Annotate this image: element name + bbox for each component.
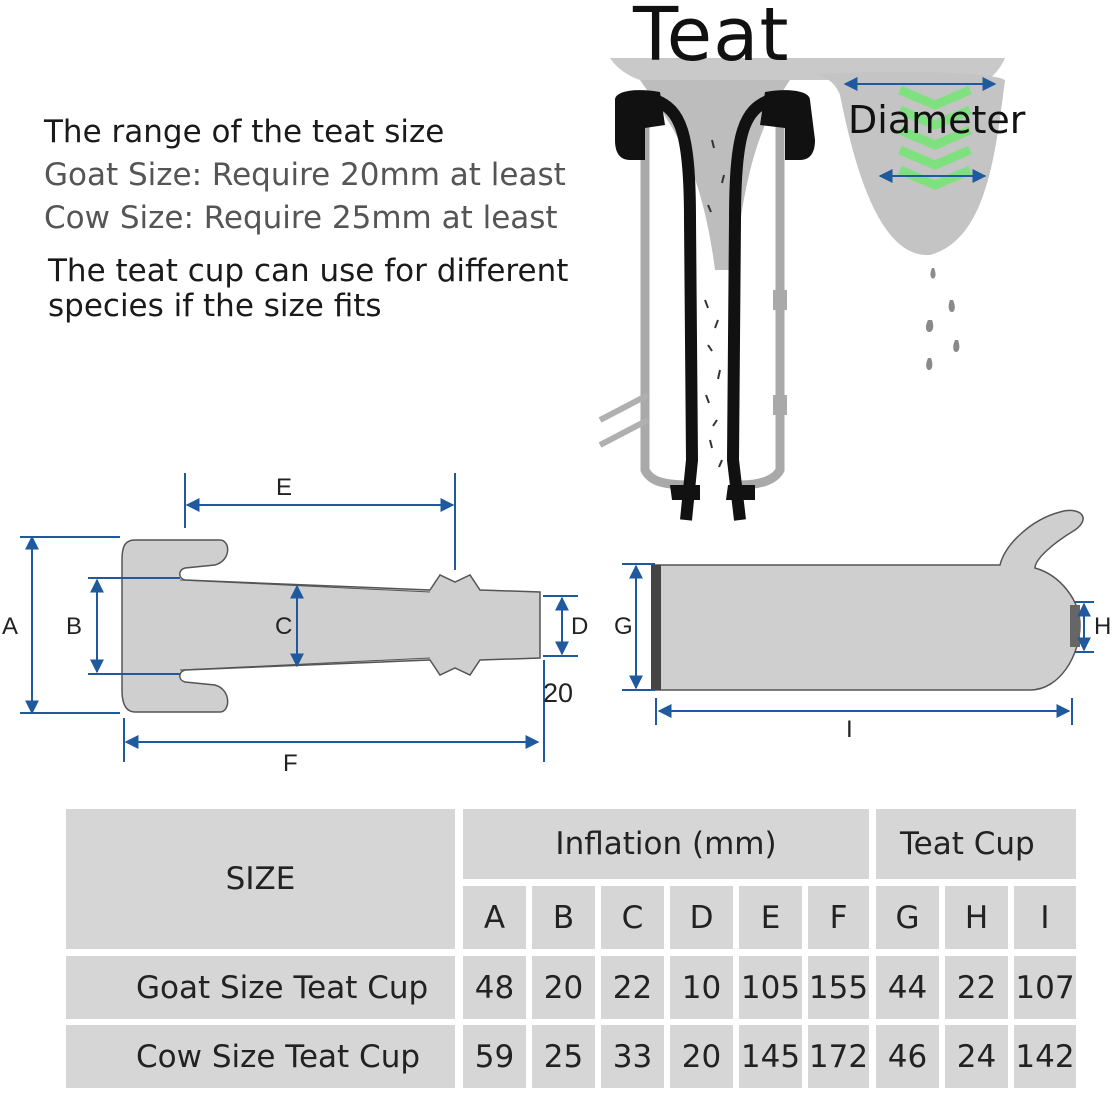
dim-label-a: A [2, 613, 19, 640]
table-cell: 105 [739, 956, 802, 1019]
teat-diameter-sketch [815, 71, 1005, 370]
table-cell: 142 [1014, 1025, 1076, 1088]
col-header-e: E [739, 886, 802, 949]
table-cell: 22 [945, 956, 1008, 1019]
col-header-i: I [1014, 886, 1076, 949]
table-cell: 10 [670, 956, 733, 1019]
col-header-f: F [808, 886, 869, 949]
species-note-line1: The teat cup can use for different [48, 253, 569, 289]
dim-label-e: E [276, 474, 293, 501]
table-cell: 44 [876, 956, 939, 1019]
row-label-goat: Goat Size Teat Cup [66, 956, 455, 1019]
intro-heading: The range of the teat size [44, 114, 445, 150]
table-cell: 24 [945, 1025, 1008, 1088]
goat-size-requirement: Goat Size: Require 20mm at least [44, 157, 566, 193]
table-cell: 107 [1014, 956, 1076, 1019]
inflation-diagram [20, 473, 578, 762]
table-cell: 22 [601, 956, 664, 1019]
table-cell: 145 [739, 1025, 802, 1088]
size-header: SIZE [66, 809, 455, 949]
table-cell: 20 [532, 956, 595, 1019]
col-header-a: A [463, 886, 526, 949]
cow-size-requirement: Cow Size: Require 25mm at least [44, 200, 558, 236]
teat-cup-group-header: Teat Cup [876, 809, 1076, 879]
table-cell: 46 [876, 1025, 939, 1088]
diameter-label: Diameter [848, 98, 1026, 142]
dim-label-c: C [275, 613, 293, 640]
col-header-b: B [532, 886, 595, 949]
col-header-g: G [876, 886, 939, 949]
table-cell: 59 [463, 1025, 526, 1088]
col-header-d: D [670, 886, 733, 949]
dim-note-20: 20 [543, 678, 574, 708]
dim-label-d: D [571, 613, 589, 640]
species-note-line2: species if the size fits [48, 288, 382, 324]
col-header-c: C [601, 886, 664, 949]
table-cell: 33 [601, 1025, 664, 1088]
dim-label-h: H [1094, 613, 1112, 640]
dim-label-i: I [846, 716, 853, 743]
teat-cup-cross-section [598, 58, 1005, 521]
table-cell: 172 [808, 1025, 869, 1088]
inflation-group-header: Inflation (mm) [463, 809, 869, 879]
table-cell: 48 [463, 956, 526, 1019]
table-cell: 20 [670, 1025, 733, 1088]
teat-cup-shell-diagram [622, 509, 1094, 725]
dim-label-g: G [614, 613, 633, 640]
table-cell: 155 [808, 956, 869, 1019]
teat-title: Teat [633, 0, 790, 78]
table-cell: 25 [532, 1025, 595, 1088]
col-header-h: H [945, 886, 1008, 949]
dim-label-b: B [66, 613, 83, 640]
row-label-cow: Cow Size Teat Cup [66, 1025, 455, 1088]
dim-label-f: F [283, 750, 298, 777]
